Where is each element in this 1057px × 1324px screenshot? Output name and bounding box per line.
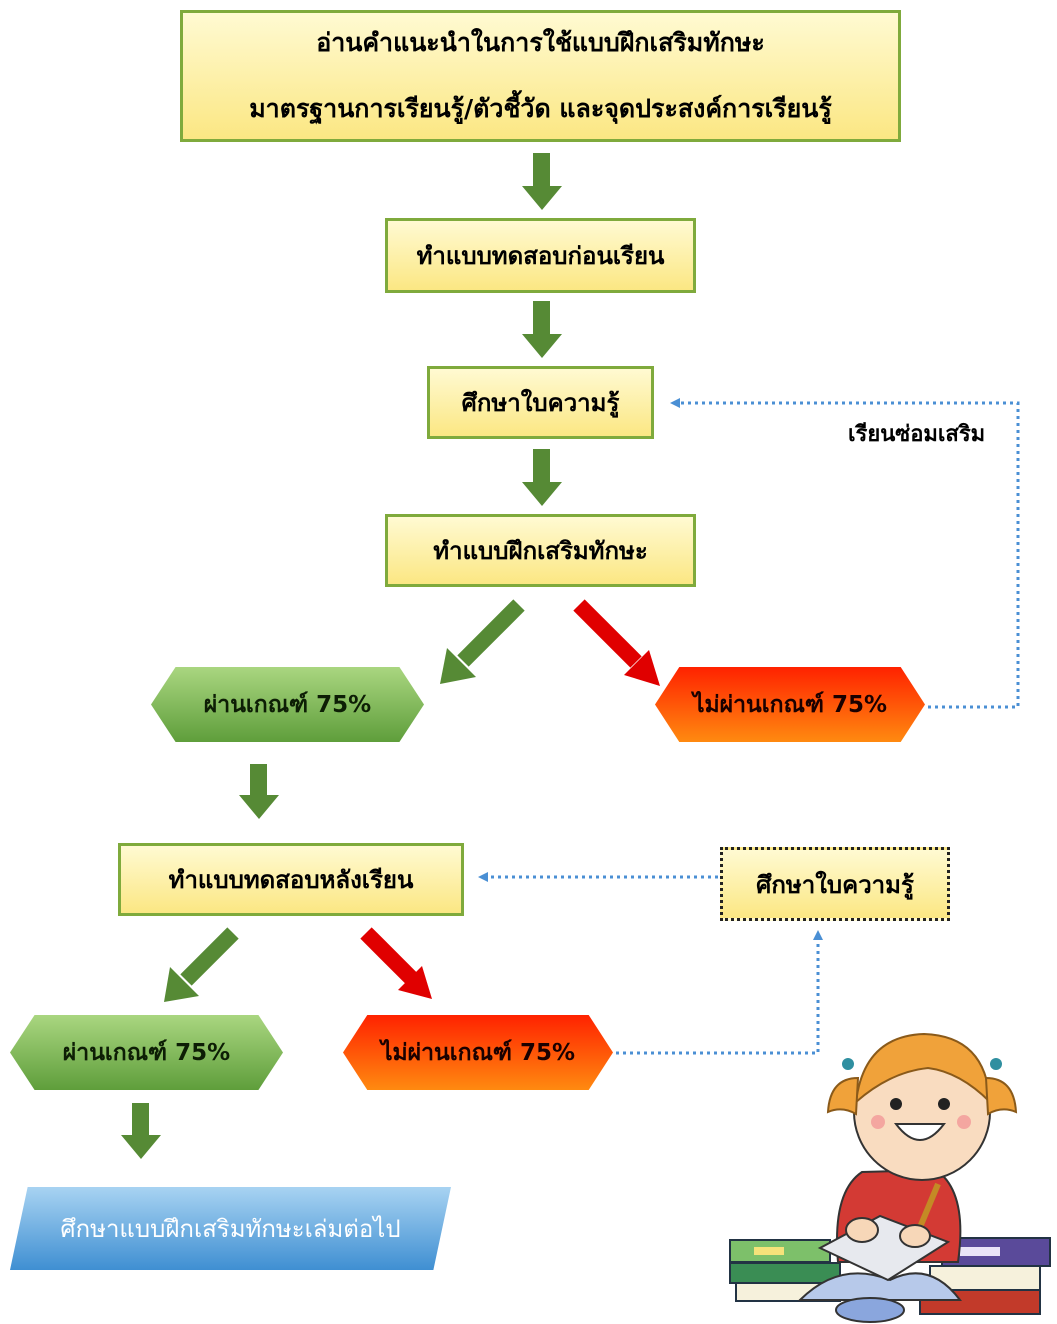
next-book-box: ศึกษาแบบฝึกเสริมทักษะเล่มต่อไป <box>10 1187 451 1270</box>
study-sheet-box: ศึกษาใบความรู้ <box>427 366 654 439</box>
down-arrow-icon <box>121 1103 161 1159</box>
down-arrow-icon <box>522 153 562 210</box>
pretest-box: ทำแบบทดสอบก่อนเรียน <box>385 218 696 293</box>
diag-arrow-fail-1-icon <box>573 599 660 686</box>
down-arrow-icon <box>522 449 562 506</box>
remedial-loop <box>670 398 1020 709</box>
girl-reading-illustration <box>729 1032 1051 1323</box>
diag-arrow-fail-2-icon <box>360 927 432 999</box>
remedial-label: เรียนซ่อมเสริม <box>848 422 986 447</box>
relearn-loop <box>616 930 823 1055</box>
diag-arrow-pass-1-icon <box>440 599 525 684</box>
instructions-line-1: อ่านคำแนะนำในการใช้แบบฝึกเสริมทักษะ <box>316 28 765 57</box>
study-sheet-again-box: ศึกษาใบความรู้ <box>720 847 950 921</box>
instructions-box: อ่านคำแนะนำในการใช้แบบฝึกเสริมทักษะ มาตร… <box>180 10 901 142</box>
pass-criteria-1: ผ่านเกณฑ์ 75% <box>151 667 424 742</box>
fail-criteria-2: ไม่ผ่านเกณฑ์ 75% <box>343 1015 613 1090</box>
pass-criteria-2: ผ่านเกณฑ์ 75% <box>10 1015 283 1090</box>
instructions-line-2: มาตรฐานการเรียนรู้/ตัวชี้วัด และจุดประสง… <box>249 94 832 123</box>
down-arrow-icon <box>239 764 279 819</box>
posttest-box: ทำแบบทดสอบหลังเรียน <box>118 843 464 916</box>
fail-criteria-1: ไม่ผ่านเกณฑ์ 75% <box>655 667 925 742</box>
practice-box: ทำแบบฝึกเสริมทักษะ <box>385 514 696 587</box>
dotted-loops <box>478 398 1020 1055</box>
down-arrow-icon <box>522 301 562 358</box>
diag-arrow-pass-2-icon <box>164 927 239 1002</box>
down-arrows <box>121 153 562 1159</box>
diagonal-arrows <box>164 599 660 1002</box>
